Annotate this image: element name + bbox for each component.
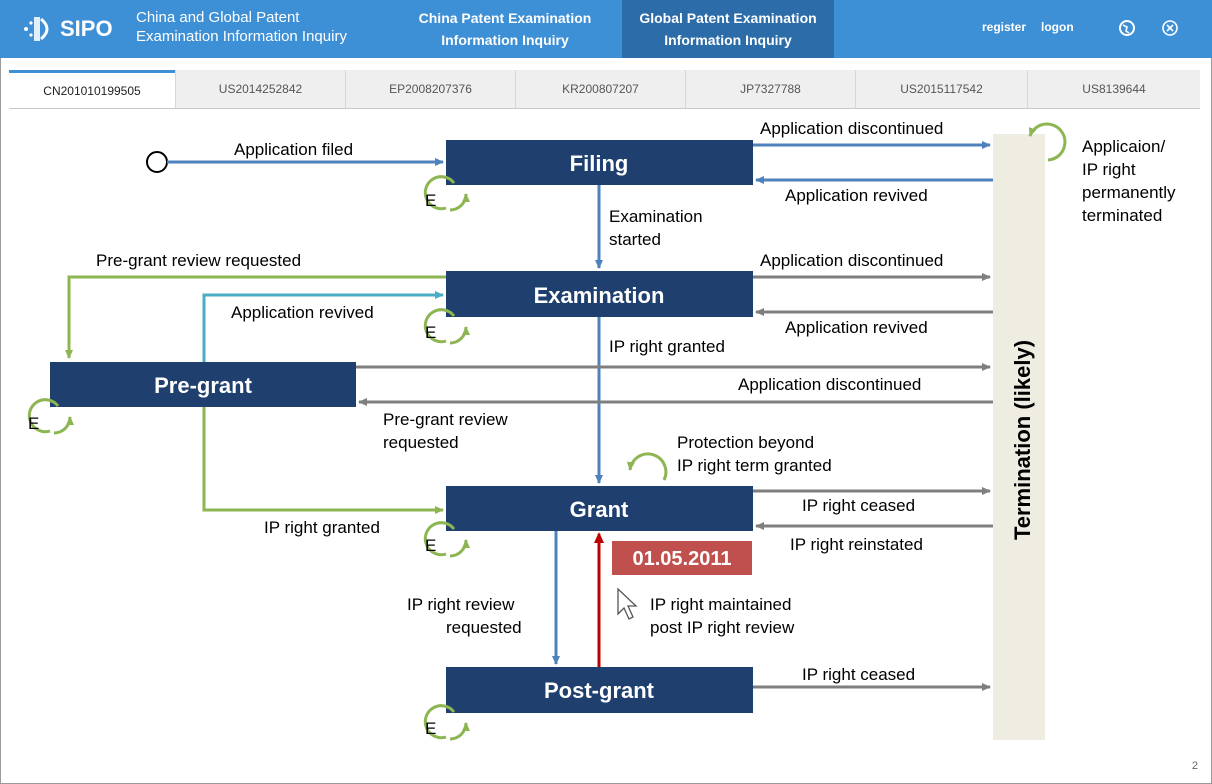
termination-bar (993, 134, 1045, 740)
nav-label-line1: Global Patent Examination (639, 10, 817, 26)
tab-label: US2015117542 (900, 82, 983, 96)
tab-label: US2014252842 (218, 82, 303, 96)
label-exam-started-line2: started (609, 230, 661, 249)
self-loop-label: E (425, 536, 436, 555)
grant-protection-loop (626, 452, 668, 481)
tab-ep2008207376[interactable]: EP2008207376 (345, 70, 515, 108)
mouse-cursor-icon (617, 587, 638, 620)
label-filing-discontinued: Application discontinued (760, 119, 943, 138)
label-pregrant-review-line1: Pre-grant review (383, 410, 508, 429)
label-maintained-line2: post IP right review (650, 618, 795, 637)
logo-text: SIPO (60, 16, 113, 41)
page-number: 2 (1191, 760, 1198, 772)
examination-self-loop: E (423, 308, 470, 345)
self-loop-label: E (425, 719, 436, 738)
label-terminated-line2: IP right (1082, 160, 1136, 179)
sipo-logo[interactable]: SIPO (20, 14, 113, 44)
label-pregrant-review-requested-top: Pre-grant review requested (96, 251, 301, 270)
sipo-logo-icon (24, 17, 49, 41)
self-loop-label: E (28, 414, 39, 433)
state-postgrant (446, 667, 753, 713)
label-review-requested-line1: IP right review (407, 595, 515, 614)
label-application-filed: Application filed (234, 140, 353, 159)
logon-link[interactable]: logon (1041, 20, 1074, 34)
label-protection-line2: IP right term granted (677, 456, 832, 475)
arrow-ip-right-granted-left (202, 407, 444, 514)
state-examination-label: Examination (534, 283, 665, 308)
start-node (146, 151, 168, 173)
nav-label-line1: China Patent Examination (418, 10, 592, 26)
label-protection-line1: Protection beyond (677, 433, 814, 452)
label-terminated-line4: terminated (1082, 206, 1162, 225)
tab-jp7327788[interactable]: JP7327788 (685, 70, 855, 108)
date-badge-label: 01.05.2011 (633, 548, 732, 570)
nav-label-line2: Information Inquiry (664, 32, 792, 48)
label-maintained-line1: IP right maintained (650, 595, 791, 614)
termination-label: Termination (likely) (1010, 340, 1035, 540)
label-terminated-line1: Applicaion/ (1082, 137, 1165, 156)
label-terminated-line3: permanently (1082, 183, 1176, 202)
tab-us2014252842[interactable]: US2014252842 (175, 70, 345, 108)
tab-label: US8139644 (1082, 82, 1146, 96)
tab-us2015117542[interactable]: US2015117542 (855, 70, 1027, 108)
tab-cn201010199505[interactable]: CN201010199505 (9, 70, 175, 108)
nav-label-line2: Information Inquiry (441, 32, 569, 48)
arrow-pregrant-app-revived (202, 291, 444, 362)
label-pregrant-review-line2: requested (383, 433, 459, 452)
label-grant-ceased: IP right ceased (802, 496, 915, 515)
state-examination (446, 271, 753, 317)
state-grant (446, 486, 753, 531)
tab-us8139644[interactable]: US8139644 (1027, 70, 1200, 108)
tab-label: KR200807207 (562, 82, 639, 96)
nav-global-patent-inquiry[interactable]: Global Patent Examination Information In… (622, 0, 834, 58)
pregrant-self-loop: E (27, 398, 74, 435)
label-pregrant-discontinued: Application discontinued (738, 375, 921, 394)
close-icon[interactable] (1160, 18, 1180, 38)
grant-self-loop: E (423, 521, 470, 558)
register-link[interactable]: register (982, 20, 1027, 34)
label-ip-right-granted-left: IP right granted (264, 518, 380, 537)
state-pregrant-label: Pre-grant (154, 373, 252, 398)
tab-kr200807207[interactable]: KR200807207 (515, 70, 685, 108)
filing-self-loop: E (423, 175, 470, 212)
label-ip-right-granted-center: IP right granted (609, 337, 725, 356)
label-exam-app-revived-left: Application revived (231, 303, 374, 322)
state-grant-label: Grant (570, 497, 629, 522)
brand-title-line1: China and Global Patent (136, 9, 300, 26)
self-loop-label: E (425, 191, 436, 210)
state-filing (446, 140, 753, 185)
state-filing-label: Filing (570, 151, 629, 176)
label-exam-discontinued: Application discontinued (760, 251, 943, 270)
brand-title-line2: Examination Information Inquiry (136, 28, 347, 45)
label-exam-app-revived-right: Application revived (785, 318, 928, 337)
label-filing-revived: Application revived (785, 186, 928, 205)
label-grant-reinstated: IP right reinstated (790, 535, 923, 554)
state-postgrant-label: Post-grant (544, 678, 655, 703)
nav-china-patent-inquiry[interactable]: China Patent Examination Information Inq… (400, 0, 610, 58)
brand-title: China and Global Patent Examination Info… (136, 8, 347, 46)
postgrant-self-loop: E (423, 704, 470, 741)
label-postgrant-ceased: IP right ceased (802, 665, 915, 684)
self-loop-label: E (425, 323, 436, 342)
tab-label: EP2008207376 (389, 82, 472, 96)
label-review-requested-line2: requested (446, 618, 522, 637)
globe-icon[interactable] (1117, 18, 1137, 38)
label-exam-started-line1: Examination (609, 207, 703, 226)
termination-self-loop (1028, 122, 1067, 162)
patent-tabs: CN201010199505 US2014252842 EP2008207376… (9, 70, 1200, 109)
date-badge[interactable] (612, 541, 752, 575)
state-pregrant (50, 362, 356, 407)
tab-label: JP7327788 (740, 82, 801, 96)
tab-label: CN201010199505 (43, 83, 141, 98)
arrow-pregrant-review-requested-top (65, 275, 446, 359)
top-bar: SIPO China and Global Patent Examination… (0, 0, 1212, 58)
